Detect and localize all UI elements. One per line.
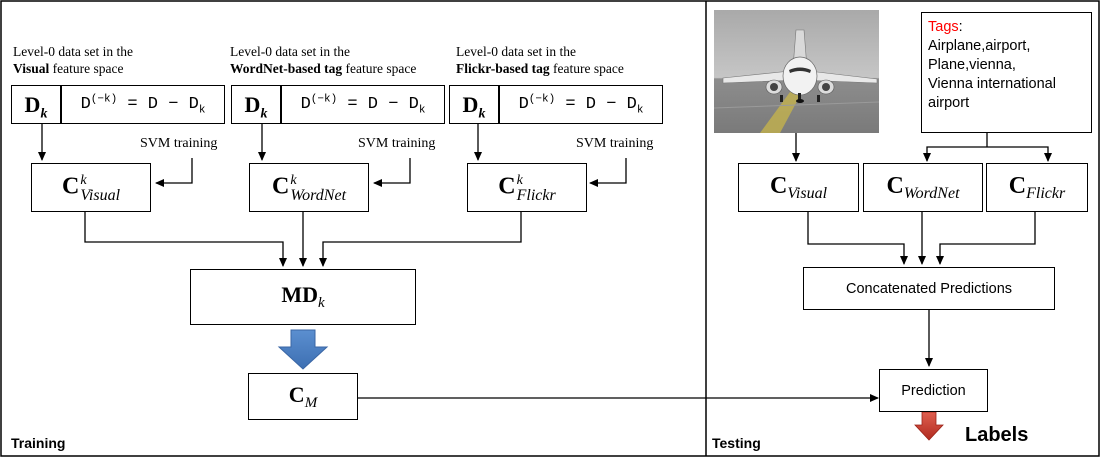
testing-section-label: Testing <box>712 435 761 451</box>
training-section-label: Training <box>11 435 66 451</box>
prediction-box: Prediction <box>879 369 988 412</box>
tag-line: Airplane,airport, <box>928 38 1031 54</box>
caption-wordnet: Level-0 data set in the WordNet-based ta… <box>230 44 417 76</box>
classifier-wordnet-testing: CWordNet <box>863 163 983 212</box>
airplane-photo <box>714 10 879 133</box>
dk-box-flickr: Dk <box>449 85 499 124</box>
big-down-arrow <box>277 329 329 370</box>
tags-box: Tags: Airplane,airport, Plane,vienna, Vi… <box>921 12 1092 133</box>
tag-line: Plane,vienna, <box>928 57 1016 73</box>
svm-label-flickr: SVM training <box>576 136 654 151</box>
formula-box-visual: D(−k) = D − Dk <box>61 85 225 124</box>
tag-line: airport <box>928 95 970 111</box>
svm-label-visual: SVM training <box>140 136 218 151</box>
caption-visual: Level-0 data set in the Visual feature s… <box>13 44 133 76</box>
concatenated-predictions-box: Concatenated Predictions <box>803 267 1055 310</box>
classifier-flickr-testing: CFlickr <box>986 163 1088 212</box>
tags-title: Tags <box>928 19 959 35</box>
classifier-visual-testing: CVisual <box>738 163 859 212</box>
meta-classifier-box: CM <box>248 373 358 420</box>
tag-line: Vienna international <box>928 76 1056 92</box>
dk-box-wordnet: Dk <box>231 85 281 124</box>
labels-arrow <box>914 411 944 441</box>
svm-label-wordnet: SVM training <box>358 136 436 151</box>
meta-dataset-box: MDk <box>190 269 416 325</box>
formula-box-wordnet: D(−k) = D − Dk <box>281 85 445 124</box>
dk-box-visual: Dk <box>11 85 61 124</box>
formula-box-flickr: D(−k) = D − Dk <box>499 85 663 124</box>
caption-flickr: Level-0 data set in the Flickr-based tag… <box>456 44 624 76</box>
labels-text: Labels <box>965 424 1029 446</box>
